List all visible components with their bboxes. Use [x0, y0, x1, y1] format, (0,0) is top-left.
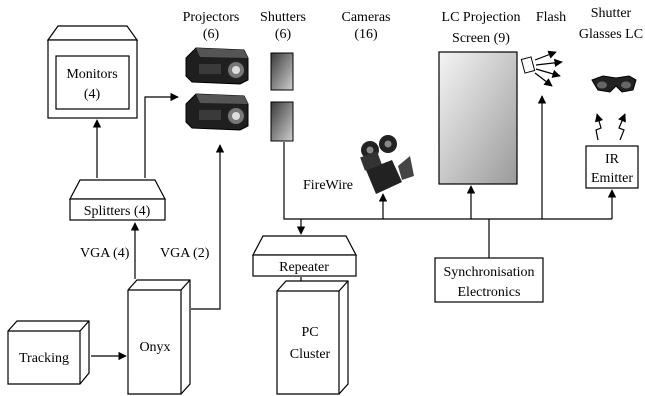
splitters-label: Splitters (4)	[84, 204, 151, 219]
onyx-label: Onyx	[139, 340, 170, 355]
splitters-node: Splitters (4)	[69, 179, 166, 221]
ir-signal-icon	[595, 113, 626, 141]
camera-icon	[360, 135, 414, 194]
flash-icon	[520, 50, 563, 87]
shutters-label-2: (6)	[275, 27, 292, 42]
monitors-label-1: Monitors	[66, 67, 117, 82]
shutters-label-1: Shutters	[260, 10, 306, 25]
ir-emitter-node: IR Emitter	[585, 145, 639, 189]
pc-cluster-label-2: Cluster	[290, 347, 331, 362]
vga4-label: VGA (4)	[80, 246, 130, 261]
firewire-label: FireWire	[303, 178, 353, 193]
sync-label-1: Synchronisation	[444, 265, 535, 280]
arrow-splitters-to-projectors	[144, 92, 179, 178]
lc-screen-panel	[438, 51, 518, 185]
repeater-label: Repeater	[279, 260, 329, 275]
cameras-label-2: (16)	[354, 27, 378, 42]
projector-icon	[185, 93, 249, 131]
lc-screen-label-1: LC Projection	[442, 10, 521, 25]
monitors-label-2: (4)	[84, 87, 101, 102]
cameras-label-1: Cameras	[342, 10, 391, 25]
ir-label-2: Emitter	[591, 171, 633, 186]
tracking-node: Tracking	[7, 320, 90, 385]
glasses-label-2: Glasses LC	[579, 27, 643, 42]
shutter-glasses-icon	[591, 75, 637, 93]
lc-screen-label-2: Screen (9)	[452, 31, 510, 46]
glasses-label-1: Shutter	[591, 6, 632, 21]
onyx-node: Onyx	[127, 279, 191, 395]
vga2-label: VGA (2)	[160, 246, 210, 261]
shutter-panel	[270, 52, 294, 91]
projectors-label-1: Projectors	[183, 10, 240, 25]
sync-bus-line	[283, 142, 612, 220]
arrow-onyx-to-projectors	[191, 144, 225, 310]
projectors-label-2: (6)	[203, 27, 220, 42]
pc-cluster-node: PC Cluster	[276, 280, 349, 395]
tracking-label: Tracking	[19, 351, 69, 366]
projector-icon	[185, 47, 249, 85]
pc-cluster-label-1: PC	[301, 325, 318, 340]
flash-label: Flash	[536, 10, 566, 25]
sync-label-2: Electronics	[458, 285, 521, 300]
sync-electronics-node: Synchronisation Electronics	[434, 257, 544, 303]
ir-label-1: IR	[605, 152, 620, 167]
monitors-node: Monitors (4)	[46, 25, 139, 119]
shutter-panel	[270, 101, 294, 142]
repeater-node: Repeater	[252, 235, 357, 277]
